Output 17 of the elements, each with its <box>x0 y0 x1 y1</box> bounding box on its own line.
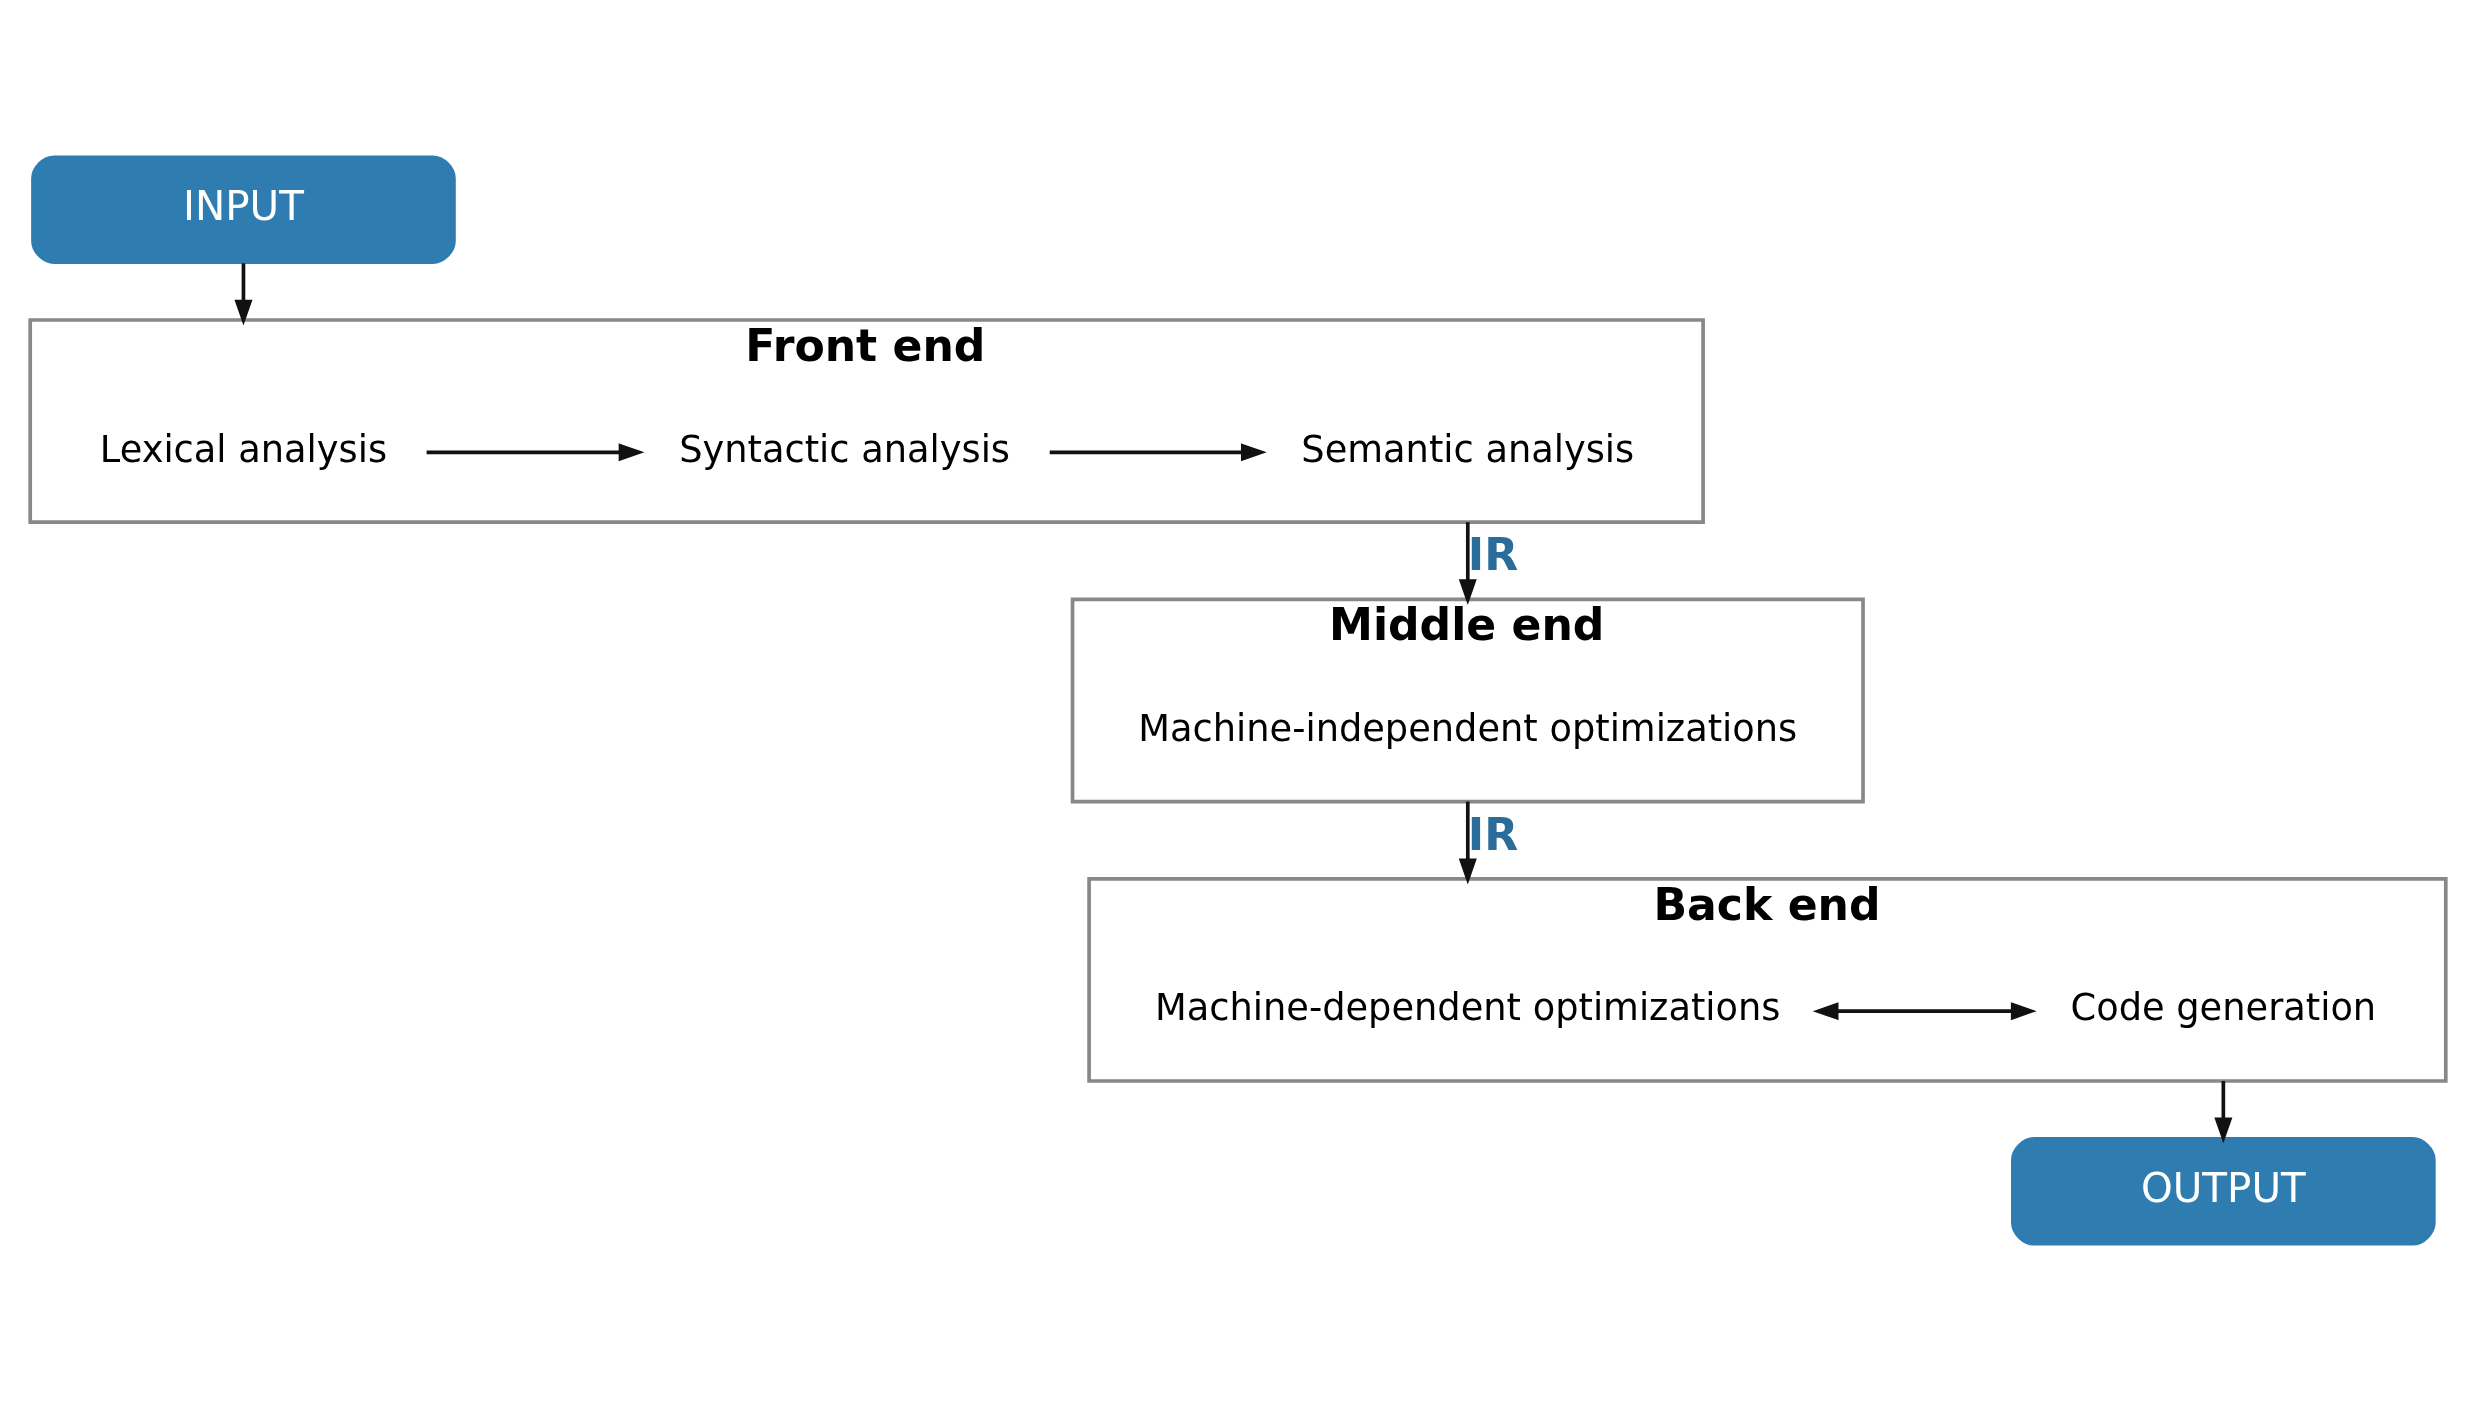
node-text: Semantic analysis <box>1301 427 1635 471</box>
node-text: Code generation <box>2070 986 2377 1030</box>
edge-label: IR <box>1467 529 1519 581</box>
arrow <box>1458 801 1477 885</box>
node-text: Machine-independent optimizations <box>1138 706 1798 750</box>
arrow <box>234 263 253 326</box>
arrow <box>1458 522 1477 605</box>
node-text: Syntactic analysis <box>679 427 1010 471</box>
edge-label: IR <box>1467 808 1519 860</box>
arrow <box>2214 1081 2233 1144</box>
arrow <box>1812 1002 2037 1021</box>
node-box: OUTPUT <box>2011 1137 2436 1246</box>
node-box: INPUT <box>31 155 456 264</box>
node-text: Machine-dependent optimizations <box>1155 986 1781 1030</box>
arrow <box>426 443 645 462</box>
arrow <box>1049 443 1267 462</box>
node-text: Lexical analysis <box>99 427 388 471</box>
